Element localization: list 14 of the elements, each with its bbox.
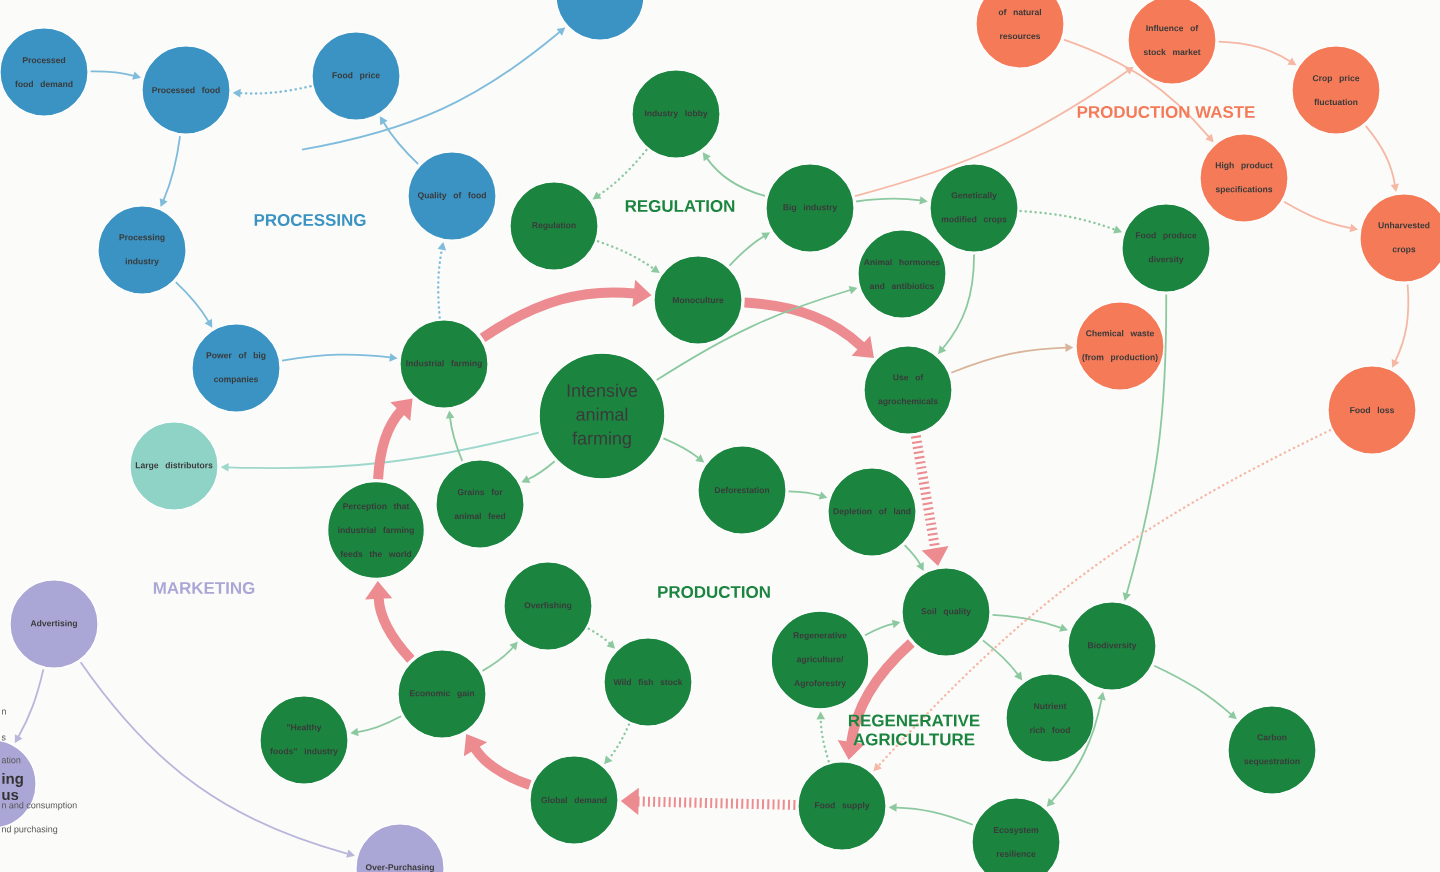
arrow bbox=[1019, 209, 1122, 234]
section-heading: PRODUCTION bbox=[658, 586, 770, 598]
arrow bbox=[854, 66, 1134, 197]
arrow bbox=[744, 297, 874, 358]
arrow bbox=[1391, 283, 1410, 368]
arrow bbox=[702, 152, 766, 197]
section-heading: PRODUCTION WASTE bbox=[1077, 106, 1255, 118]
section-heading: REGULATION bbox=[625, 200, 735, 212]
section-heading: MARKETING bbox=[153, 582, 255, 594]
arrow bbox=[991, 614, 1068, 632]
section-heading: REGENERATIVE AGRICULTURE bbox=[848, 714, 980, 746]
section-heading: PROCESSING bbox=[254, 214, 366, 226]
arrow bbox=[379, 116, 419, 165]
arrow bbox=[903, 544, 924, 571]
